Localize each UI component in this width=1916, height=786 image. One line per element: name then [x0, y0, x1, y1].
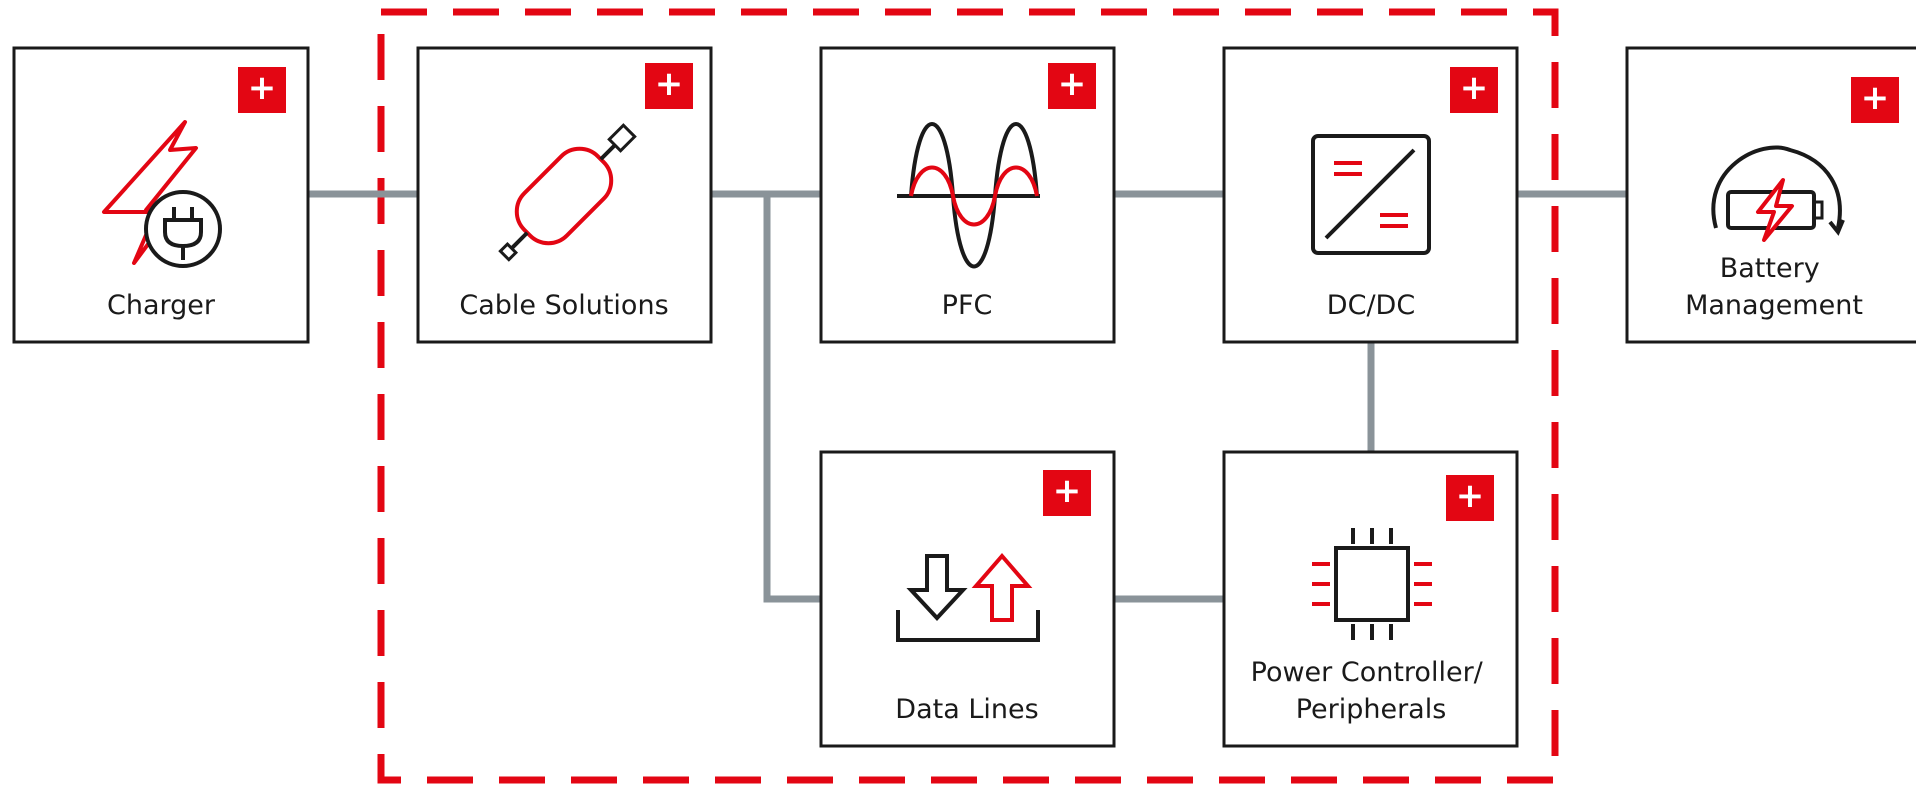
box-label-data-lines: Data Lines — [895, 694, 1038, 725]
box-pfc[interactable]: + PFC — [819, 46, 1116, 344]
svg-text:+: + — [1058, 64, 1087, 104]
expand-button-cable-solutions[interactable]: + — [645, 63, 693, 109]
system-boundary — [377, 8, 1559, 784]
box-label-charger: Charger — [107, 290, 216, 321]
svg-text:+: + — [655, 64, 684, 104]
connectors — [308, 190, 1627, 603]
svg-text:+: + — [1456, 476, 1485, 516]
box-dcdc[interactable]: + DC/DC — [1222, 46, 1519, 344]
expand-button-charger[interactable]: + — [238, 67, 286, 113]
box-label-power-controller: Power Controller/ Peripherals — [1251, 657, 1492, 725]
cable-icon — [498, 123, 637, 262]
expand-button-battery-management[interactable]: + — [1851, 77, 1899, 123]
connector-cable-datalines — [763, 194, 821, 603]
svg-text:+: + — [1861, 78, 1890, 118]
box-label-battery-management: Battery Management — [1685, 253, 1863, 321]
svg-text:+: + — [1053, 471, 1082, 511]
box-charger[interactable]: + Charger — [12, 46, 310, 344]
box-frame — [12, 46, 310, 344]
svg-text:+: + — [248, 68, 277, 108]
expand-button-dcdc[interactable]: + — [1450, 67, 1498, 113]
svg-text:+: + — [1460, 68, 1489, 108]
sine-wave-icon — [897, 122, 1040, 269]
box-battery-management[interactable]: + Battery Management — [1625, 46, 1916, 344]
battery-charging-icon — [1711, 145, 1845, 242]
box-power-controller[interactable]: + Power Controller/ Peripherals — [1222, 450, 1519, 748]
microchip-icon — [1312, 528, 1432, 640]
box-label-pfc: PFC — [942, 290, 993, 321]
box-label-dcdc: DC/DC — [1327, 290, 1415, 321]
box-label-cable-solutions: Cable Solutions — [459, 290, 668, 321]
expand-button-pfc[interactable]: + — [1048, 63, 1096, 109]
box-data-lines[interactable]: + Data Lines — [819, 450, 1116, 748]
charger-plug-icon — [102, 120, 222, 268]
dc-dc-converter-icon — [1311, 134, 1431, 255]
box-cable-solutions[interactable]: + Cable Solutions — [416, 46, 713, 344]
expand-button-power-controller[interactable]: + — [1446, 475, 1494, 521]
download-upload-icon — [896, 552, 1040, 642]
expand-button-data-lines[interactable]: + — [1043, 470, 1091, 516]
